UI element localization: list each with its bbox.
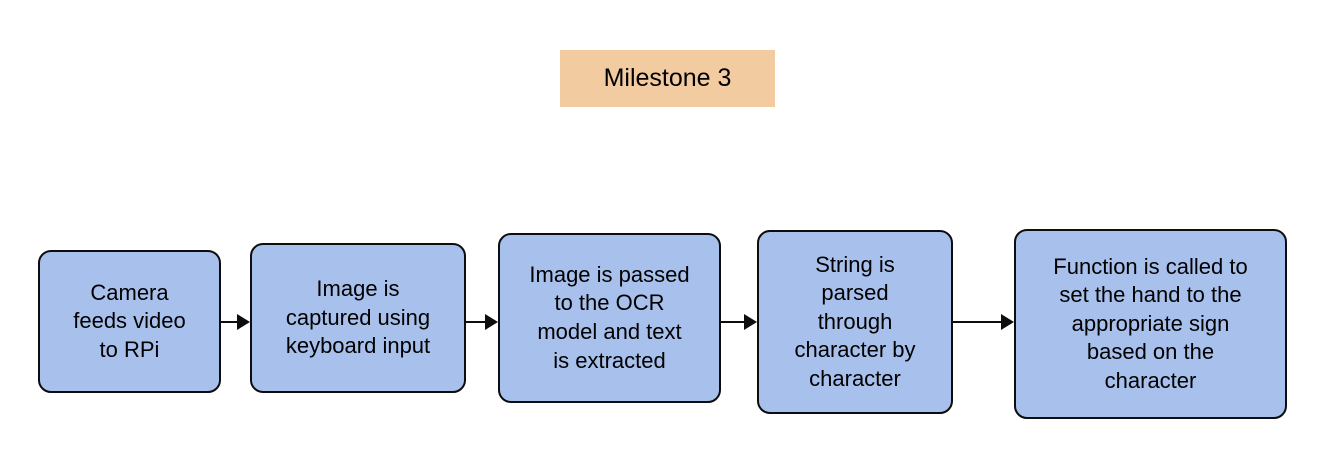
- arrow-right-icon-2: [466, 311, 498, 333]
- arrow-shaft: [221, 320, 238, 324]
- arrow-head: [744, 314, 757, 330]
- flow-step-box-4: String is parsed through character by ch…: [757, 230, 953, 414]
- flow-step-label-5: Function is called to set the hand to th…: [1053, 253, 1248, 393]
- flow-step-box-5: Function is called to set the hand to th…: [1014, 229, 1287, 419]
- arrow-head: [1001, 314, 1014, 330]
- flow-step-label-1: Camera feeds video to RPi: [73, 279, 186, 362]
- arrow-shaft: [953, 320, 1002, 324]
- arrow-shaft: [466, 320, 486, 324]
- flow-step-box-2: Image is captured using keyboard input: [250, 243, 466, 393]
- flow-step-label-2: Image is captured using keyboard input: [285, 276, 431, 359]
- arrow-head: [237, 314, 250, 330]
- milestone-banner-label: Milestone 3: [603, 63, 732, 92]
- arrow-head: [485, 314, 498, 330]
- arrow-right-icon-4: [953, 311, 1014, 333]
- arrow-right-icon-1: [221, 311, 250, 333]
- milestone-banner: Milestone 3: [560, 50, 775, 107]
- flow-step-box-1: Camera feeds video to RPi: [38, 250, 221, 393]
- flow-step-box-3: Image is passed to the OCR model and tex…: [498, 233, 721, 403]
- flow-step-label-4: String is parsed through character by ch…: [794, 251, 916, 391]
- arrow-shaft: [721, 320, 745, 324]
- arrow-right-icon-3: [721, 311, 757, 333]
- flow-step-label-3: Image is passed to the OCR model and tex…: [529, 261, 690, 373]
